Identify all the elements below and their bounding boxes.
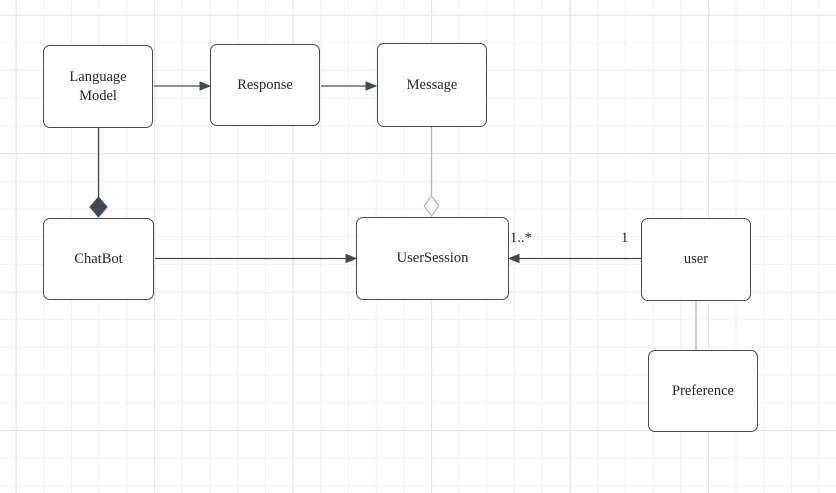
node-usersession[interactable]: UserSession [356,217,509,300]
node-response[interactable]: Response [210,44,320,126]
node-message[interactable]: Message [377,43,487,127]
aggregation-diamond-icon [423,194,440,218]
multiplicity-label-user[interactable]: 1 [621,230,629,246]
node-label: Message [406,76,458,93]
arrowhead-icon [345,253,358,264]
node-preference[interactable]: Preference [648,350,758,432]
node-chatbot[interactable]: ChatBot [43,218,154,300]
node-label: ChatBot [74,250,123,267]
edge-chatbot-usersession[interactable] [155,253,358,264]
edge-languagemodel-response[interactable] [154,81,212,91]
edge-languagemodel-chatbot-composition[interactable] [89,128,108,218]
arrowhead-icon [365,81,378,91]
arrowhead-icon [507,253,520,264]
node-label: user [683,251,709,267]
composition-diamond-icon [89,196,108,218]
edge-user-usersession[interactable] [507,253,641,264]
node-language-model[interactable]: Language Model [43,45,153,128]
node-label: UserSession [396,250,469,266]
node-user[interactable]: user [641,218,751,301]
multiplicity-label-usersession[interactable]: 1..* [510,230,532,246]
node-label: Language Model [69,68,127,104]
arrowhead-icon [199,81,212,91]
node-label: Response [237,76,293,93]
edge-message-usersession-aggregation[interactable] [423,127,440,218]
edge-response-message[interactable] [321,81,378,91]
node-label: Preference [672,382,734,399]
